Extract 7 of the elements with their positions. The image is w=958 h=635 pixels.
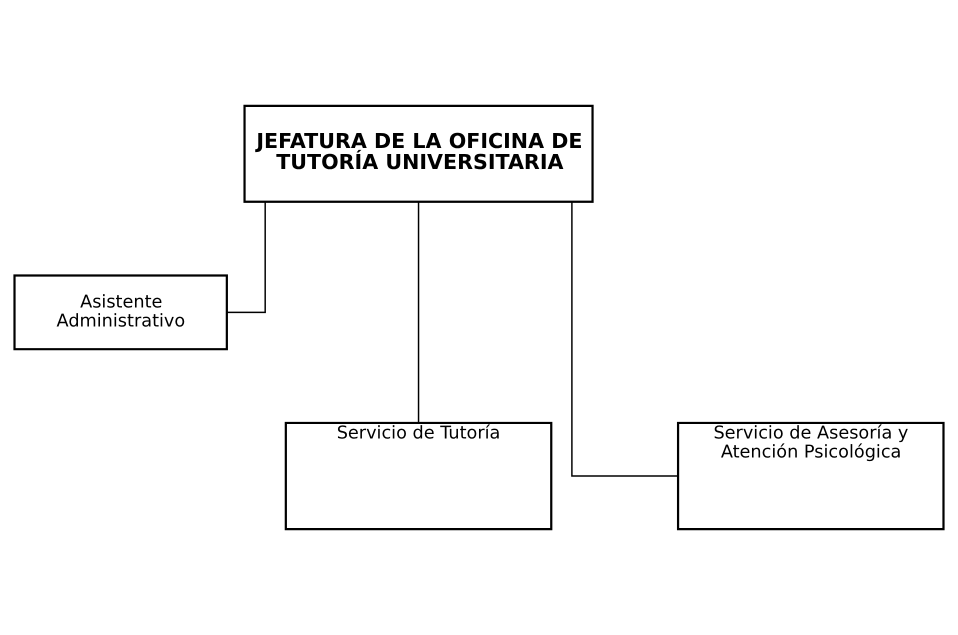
connector: [571, 202, 678, 477]
node-box: Servicio de Asesoría y Atención Psicológica: [676, 422, 945, 530]
connector: [227, 202, 266, 314]
node-box: JEFATURA DE LA OFICINA DE TUTORÍA UNIVERSITARIA: [243, 104, 594, 203]
node-box: Servicio de Tutoría: [284, 422, 552, 530]
node-box: Asistente Administrativo: [13, 274, 228, 350]
connector: [418, 202, 420, 423]
